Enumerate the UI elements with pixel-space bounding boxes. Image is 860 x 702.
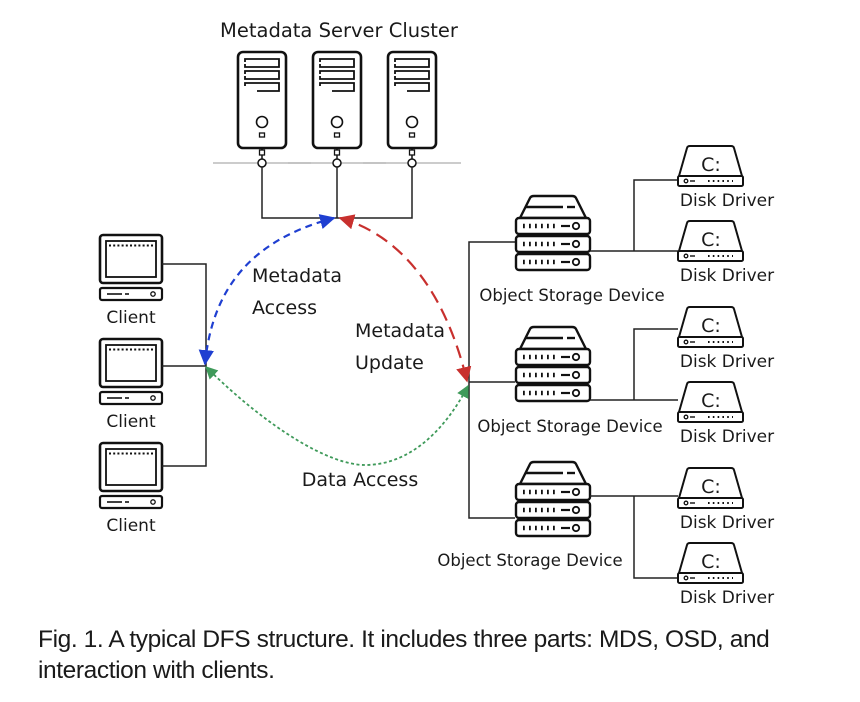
client-computer-icon <box>98 337 164 406</box>
metadata-server[interactable] <box>361 50 463 169</box>
osd-bus-line <box>468 241 515 519</box>
disk-group: C: Disk Driver C: Disk Driver C: Disk Dr… <box>677 145 774 608</box>
disk-label: Disk Driver <box>680 513 774 533</box>
osd-label: Object Storage Device <box>477 417 662 436</box>
caption-line-2: interaction with clients. <box>38 657 275 684</box>
tower-server-icon <box>361 50 463 169</box>
osd-label: Object Storage Device <box>479 286 664 305</box>
data-access-arrow <box>205 366 469 466</box>
metadata-update-arrow <box>338 214 472 383</box>
metadata-access-arrow <box>198 214 336 366</box>
client-group: Client Client Client <box>98 233 207 536</box>
tower-server-icon <box>286 50 388 169</box>
osd-group: Object Storage Device Object Storage Dev… <box>437 179 678 579</box>
client-computer-icon <box>98 233 164 302</box>
disk-drive[interactable]: C: <box>677 306 744 348</box>
dfs-diagram: Metadata Server Cluster Client Client Cl… <box>98 19 774 608</box>
client-bus-line <box>162 263 207 467</box>
metadata-update-label-line2: Update <box>355 352 424 374</box>
disk-label: Disk Driver <box>680 352 774 372</box>
caption-line-1: Fig. 1. A typical DFS structure. It incl… <box>38 626 770 653</box>
client-node[interactable] <box>98 337 164 406</box>
metadata-server[interactable] <box>211 50 313 169</box>
metadata-update-label-line1: Metadata <box>355 320 445 342</box>
object-storage-device[interactable] <box>516 462 590 536</box>
disk-glyph: C: <box>701 551 721 573</box>
rack-server-icon <box>516 196 590 270</box>
osd-disk-line <box>590 179 678 252</box>
disk-drive[interactable]: C: <box>677 381 744 423</box>
disk-label: Disk Driver <box>680 427 774 447</box>
mds-cluster-title: Metadata Server Cluster <box>220 19 459 42</box>
disk-label: Disk Driver <box>680 191 774 211</box>
data-access-label: Data Access <box>302 469 418 491</box>
disk-glyph: C: <box>701 476 721 498</box>
disk-drive[interactable]: C: <box>677 467 744 509</box>
disk-glyph: C: <box>701 154 721 176</box>
client-node[interactable] <box>98 441 164 510</box>
metadata-server-cluster <box>211 50 463 219</box>
disk-drive[interactable]: C: <box>677 220 744 262</box>
metadata-server[interactable] <box>286 50 388 169</box>
disk-label: Disk Driver <box>680 588 774 608</box>
tower-server-icon <box>211 50 313 169</box>
client-computer-icon <box>98 441 164 510</box>
mds-bus-line <box>261 167 413 219</box>
osd-disk-line <box>590 495 678 579</box>
disk-label: Disk Driver <box>680 266 774 286</box>
object-storage-device[interactable] <box>516 327 590 401</box>
disk-glyph: C: <box>701 315 721 337</box>
client-node[interactable] <box>98 233 164 302</box>
metadata-access-label-line2: Access <box>252 297 317 319</box>
rack-server-icon <box>516 327 590 401</box>
disk-drive[interactable]: C: <box>677 542 744 584</box>
disk-drive[interactable]: C: <box>677 145 744 187</box>
disk-glyph: C: <box>701 390 721 412</box>
client-label: Client <box>106 412 156 432</box>
client-label: Client <box>106 308 156 328</box>
osd-disk-line <box>590 328 678 401</box>
figure-caption: Fig. 1. A typical DFS structure. It incl… <box>38 624 858 686</box>
osd-label: Object Storage Device <box>437 551 622 570</box>
object-storage-device[interactable] <box>516 196 590 270</box>
disk-glyph: C: <box>701 229 721 251</box>
metadata-access-label-line1: Metadata <box>252 265 342 287</box>
client-label: Client <box>106 516 156 536</box>
rack-server-icon <box>516 462 590 536</box>
